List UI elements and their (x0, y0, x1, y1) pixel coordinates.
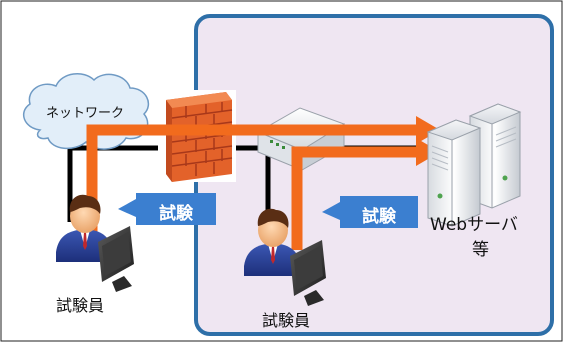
tester-right-label: 試験員 (262, 311, 311, 330)
test-badge-left-label: 試験 (159, 204, 193, 224)
server-icon (426, 103, 522, 227)
firewall-icon (158, 90, 236, 182)
server-label-suffix: 等 (472, 240, 489, 260)
server-label: Webサーバ (430, 215, 518, 235)
test-badge-right-label: 試験 (362, 207, 396, 227)
monitor-icon (98, 226, 134, 292)
tester-left-label: 試験員 (56, 296, 105, 315)
monitor-icon (290, 240, 326, 306)
cloud-label: ネットワーク (46, 106, 125, 121)
arrow-head-top (416, 116, 440, 144)
user-icon (244, 208, 302, 276)
test-badge-left (118, 193, 216, 225)
test-badge-right (322, 196, 418, 228)
